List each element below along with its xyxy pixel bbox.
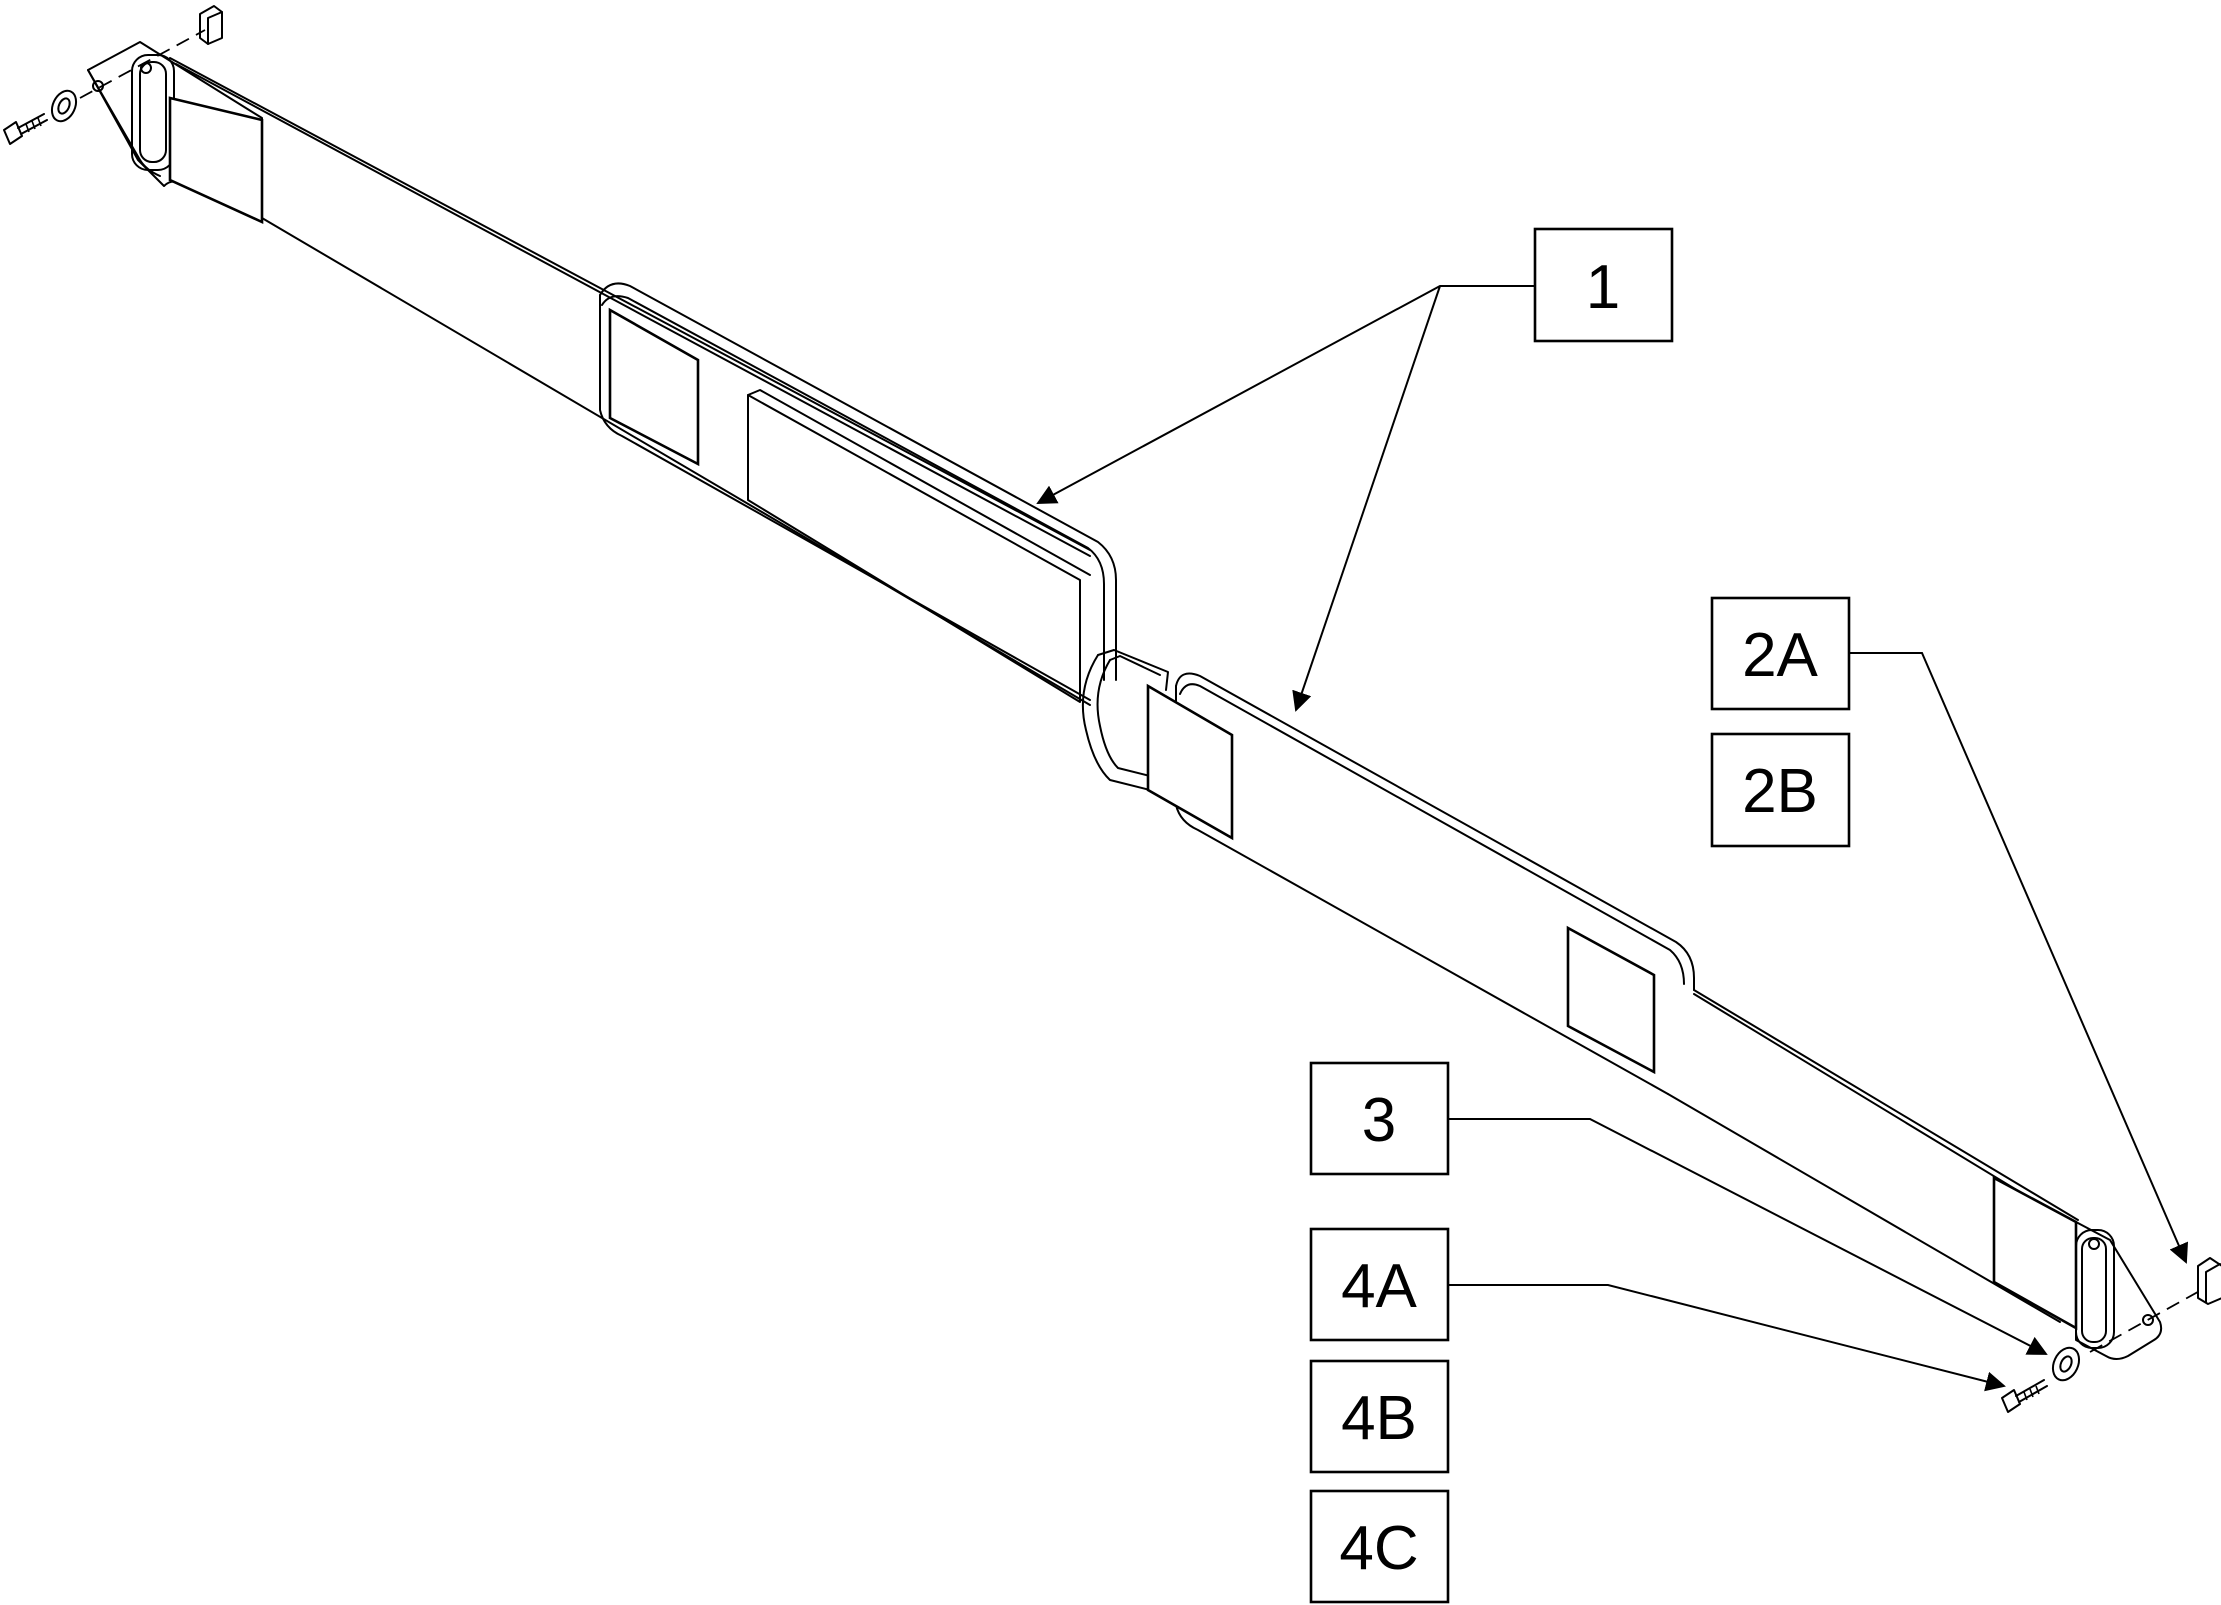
callout-1: 1 (1533, 227, 1674, 343)
callout-4c-label: 4C (1339, 1514, 1418, 1583)
callout-3-label: 3 (1362, 1086, 1396, 1155)
right-belt-strap (1667, 989, 2079, 1331)
leader-lines (1036, 285, 2189, 1392)
belt-buckle (1081, 649, 1169, 791)
left-washer (50, 89, 78, 123)
callout-4c: 4C (1309, 1489, 1450, 1604)
callout-4b: 4B (1309, 1359, 1450, 1474)
callout-4b-label: 4B (1341, 1384, 1417, 1453)
left-screw (3, 113, 48, 145)
left-clip-nut (199, 5, 223, 45)
callout-2b: 2B (1710, 732, 1851, 848)
right-screw (2001, 1379, 2048, 1413)
callout-2b-label: 2B (1742, 757, 1818, 826)
left-belt-pad (599, 282, 1117, 703)
callout-1-label: 1 (1586, 253, 1620, 322)
callout-3: 3 (1309, 1061, 1450, 1176)
right-belt-pad (1146, 672, 1695, 1095)
callout-2a-label: 2A (1742, 621, 1818, 690)
right-clip-nut (2197, 1257, 2221, 1305)
callout-4a: 4A (1309, 1227, 1450, 1342)
right-mounting-bracket (2075, 1221, 2163, 1360)
callout-2a: 2A (1710, 596, 1851, 711)
right-washer (2051, 1346, 2081, 1382)
callout-4a-label: 4A (1341, 1252, 1417, 1321)
